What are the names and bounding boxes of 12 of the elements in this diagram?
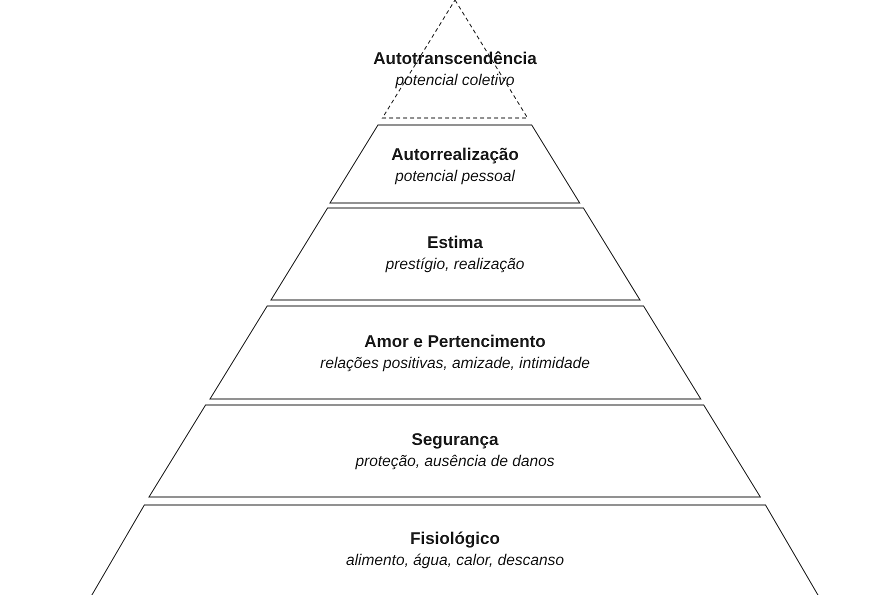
- level-description: potencial pessoal: [395, 167, 515, 187]
- level-description: relações positivas, amizade, intimidade: [320, 354, 590, 374]
- level-title: Autorrealização: [391, 144, 519, 166]
- level-description: proteção, ausência de danos: [355, 452, 555, 472]
- level-title: Fisiológico: [410, 528, 500, 550]
- level-title: Estima: [427, 232, 483, 254]
- level-title: Autotranscendência: [373, 48, 537, 70]
- level-description: potencial coletivo: [396, 71, 514, 91]
- level-description: alimento, água, calor, descanso: [346, 551, 564, 571]
- level-description: prestígio, realização: [386, 255, 524, 275]
- level-title: Segurança: [412, 429, 498, 452]
- level-title: Amor e Pertencimento: [364, 330, 546, 353]
